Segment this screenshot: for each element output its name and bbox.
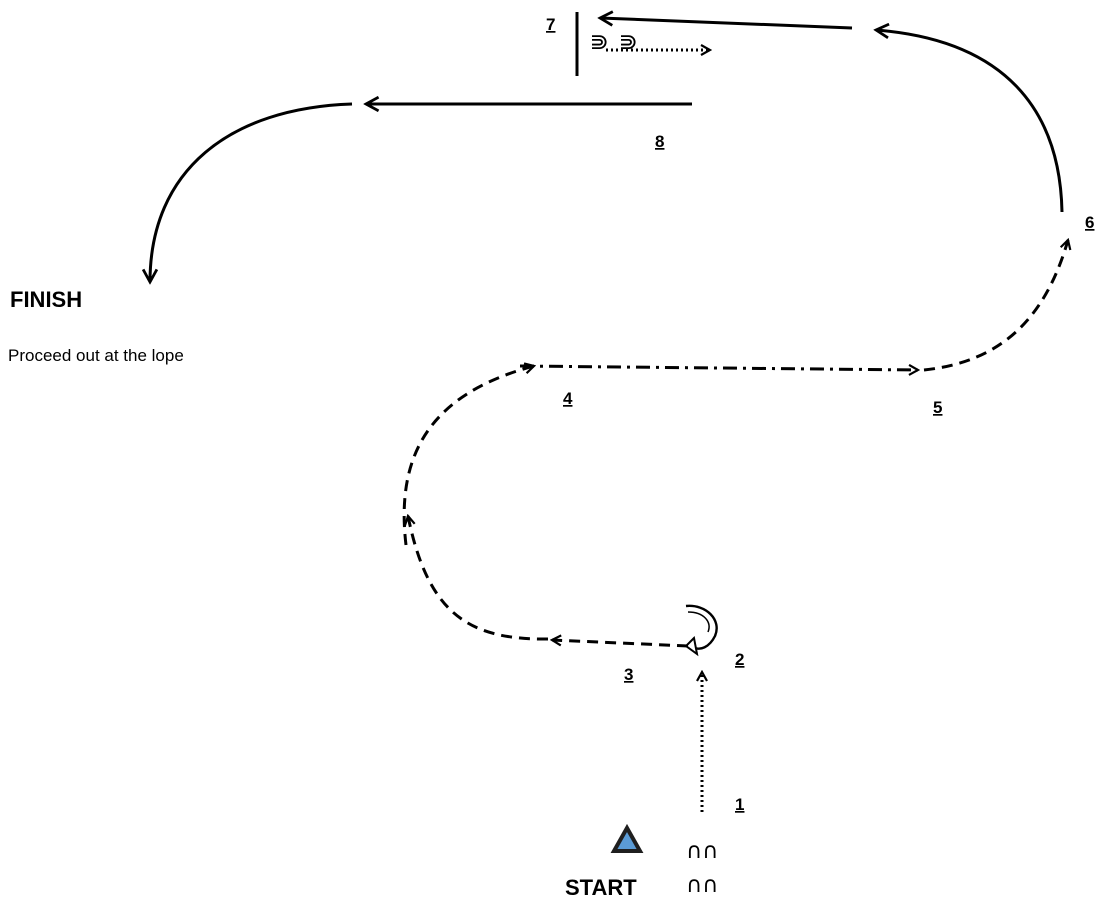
path-segment-4-5 [519, 366, 918, 370]
start-poles-row-1: ∩∩ [686, 839, 718, 864]
finish-note: Proceed out at the lope [8, 346, 184, 365]
obstacle-poles-7: ⋒ ⋒ [586, 33, 640, 51]
start-poles-row-2: ∩∩ [686, 873, 718, 898]
path-segment-3 [552, 640, 689, 648]
path-curve-to-4 [402, 366, 534, 546]
path-curve-finish [150, 102, 353, 282]
marker-1: 1 [735, 795, 744, 814]
path-curve-6-7 [876, 30, 1064, 213]
finish-label: FINISH [10, 287, 82, 312]
svg-text:⋒: ⋒ [586, 33, 611, 51]
marker-2: 2 [735, 650, 744, 669]
marker-6: 6 [1085, 213, 1094, 232]
path-curve-3-up [408, 516, 549, 641]
path-segment-7 [600, 18, 853, 30]
start-cone-icon [610, 823, 644, 853]
svg-text:⋒: ⋒ [615, 33, 640, 51]
path-curve-5-6 [923, 240, 1068, 372]
marker-3: 3 [624, 665, 633, 684]
marker-5: 5 [933, 398, 942, 417]
start-label: START [565, 875, 637, 900]
marker-7: 7 [546, 15, 555, 34]
marker-8: 8 [655, 132, 664, 151]
marker-4: 4 [563, 389, 573, 408]
turnaround-icon [684, 604, 718, 657]
